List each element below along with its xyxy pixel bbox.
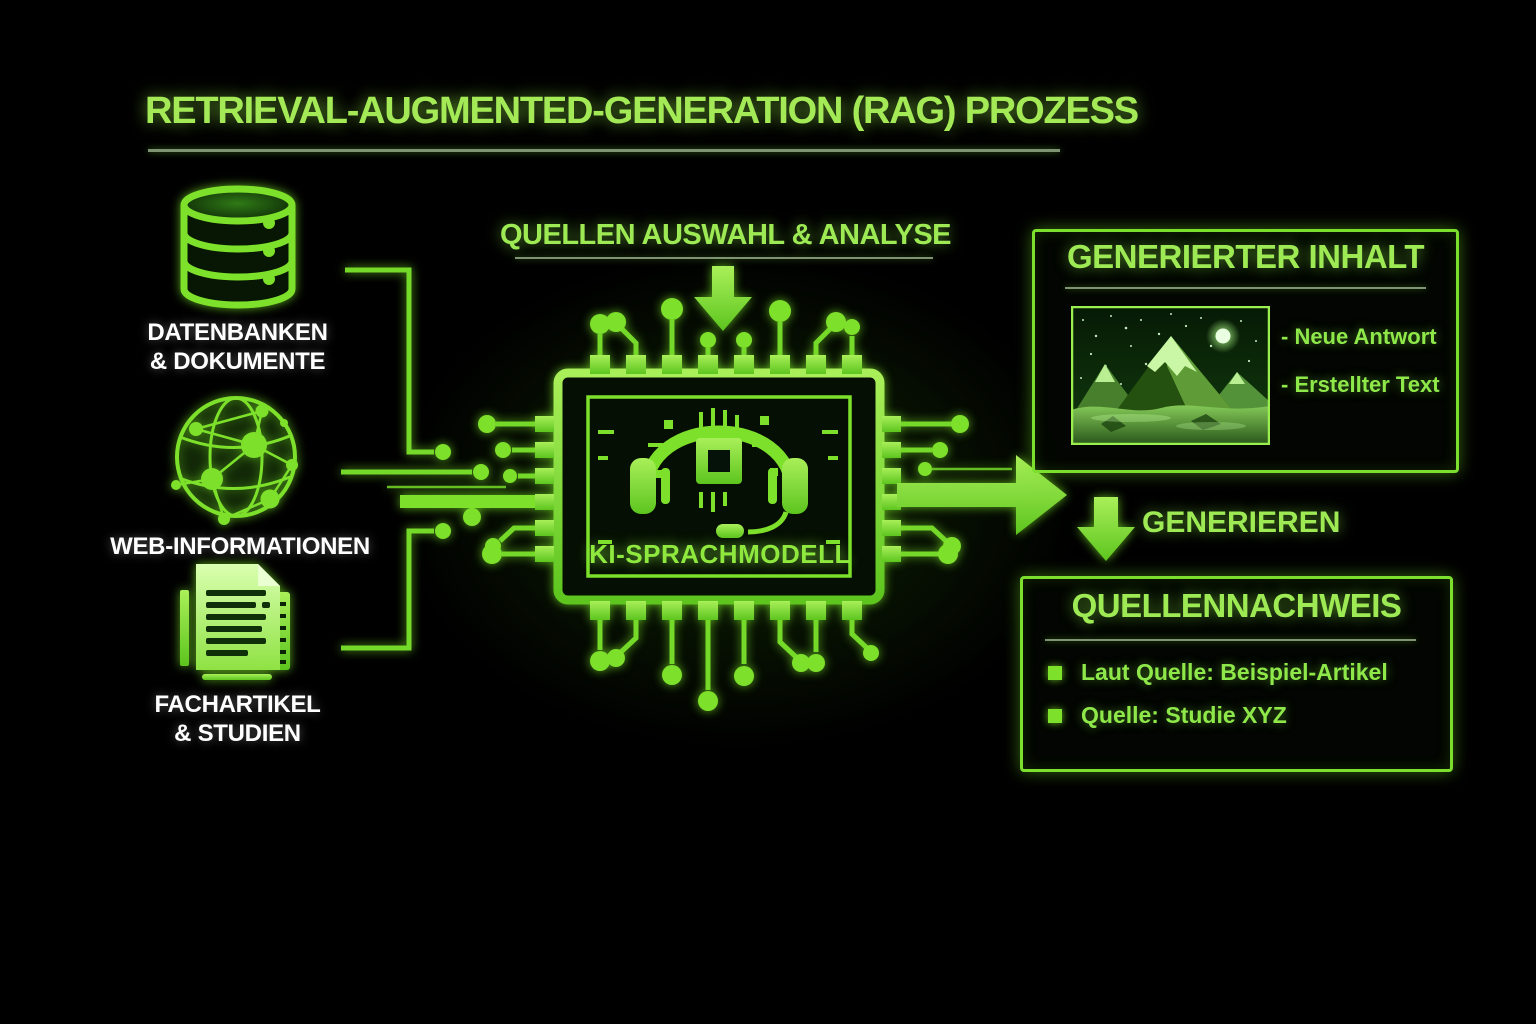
documents-icon xyxy=(180,564,290,680)
square-bullet-icon xyxy=(1048,665,1062,680)
page-title: RETRIEVAL-AUGMENTED-GENERATION (RAG) PRO… xyxy=(145,90,1139,132)
chip-label: KI-SPRACHMODELL xyxy=(589,539,851,569)
chip-traces xyxy=(496,320,952,690)
title-underline xyxy=(148,149,1060,152)
source-label-databases: DATENBANKEN & DOKUMENTE xyxy=(147,319,328,376)
source-label-web: WEB-INFORMATIONEN xyxy=(110,533,370,560)
analyse-heading: QUELLEN AUSWAHL & ANALYSE xyxy=(500,219,952,251)
ai-chip xyxy=(463,298,969,711)
connector-dots xyxy=(400,444,932,539)
citations-box: QUELLENNACHWEIS Laut Quelle: Beispiel-Ar… xyxy=(1020,576,1453,772)
square-bullet-icon xyxy=(1048,708,1062,723)
citations-title: QUELLENNACHWEIS xyxy=(1071,587,1402,624)
generate-arrow-down-icon xyxy=(1077,497,1135,561)
generated-item-text: - Erstellter Text xyxy=(1281,372,1440,397)
source-label-articles: FACHARTIKEL & STUDIEN xyxy=(154,691,321,748)
headphones-icon xyxy=(630,425,808,538)
generated-item-answer: - Neue Antwort xyxy=(1281,324,1437,349)
analyse-heading-underline xyxy=(515,257,933,259)
citation-item: Laut Quelle: Beispiel-Artikel xyxy=(1081,659,1388,685)
citation-row: Laut Quelle: Beispiel-Artikel xyxy=(1048,659,1388,686)
generated-content-title: GENERIERTER INHALT xyxy=(1066,238,1425,275)
citations-underline xyxy=(1045,639,1416,641)
flow-arrow-right-icon xyxy=(897,455,1067,535)
analyse-arrow-down-icon xyxy=(694,266,752,331)
generated-content-box: GENERIERTER INHALT xyxy=(1032,229,1459,473)
generated-image xyxy=(1071,306,1270,445)
generated-content-underline xyxy=(1065,287,1426,289)
chip-pins xyxy=(535,355,901,620)
database-icon xyxy=(180,185,296,309)
connector-lines xyxy=(341,267,1012,651)
citation-row: Quelle: Studie XYZ xyxy=(1048,702,1287,729)
globe-network-icon xyxy=(171,396,298,525)
generate-step-label: GENERIEREN xyxy=(1142,506,1341,539)
citation-item: Quelle: Studie XYZ xyxy=(1081,702,1287,728)
chip-trace-dots xyxy=(463,298,969,711)
